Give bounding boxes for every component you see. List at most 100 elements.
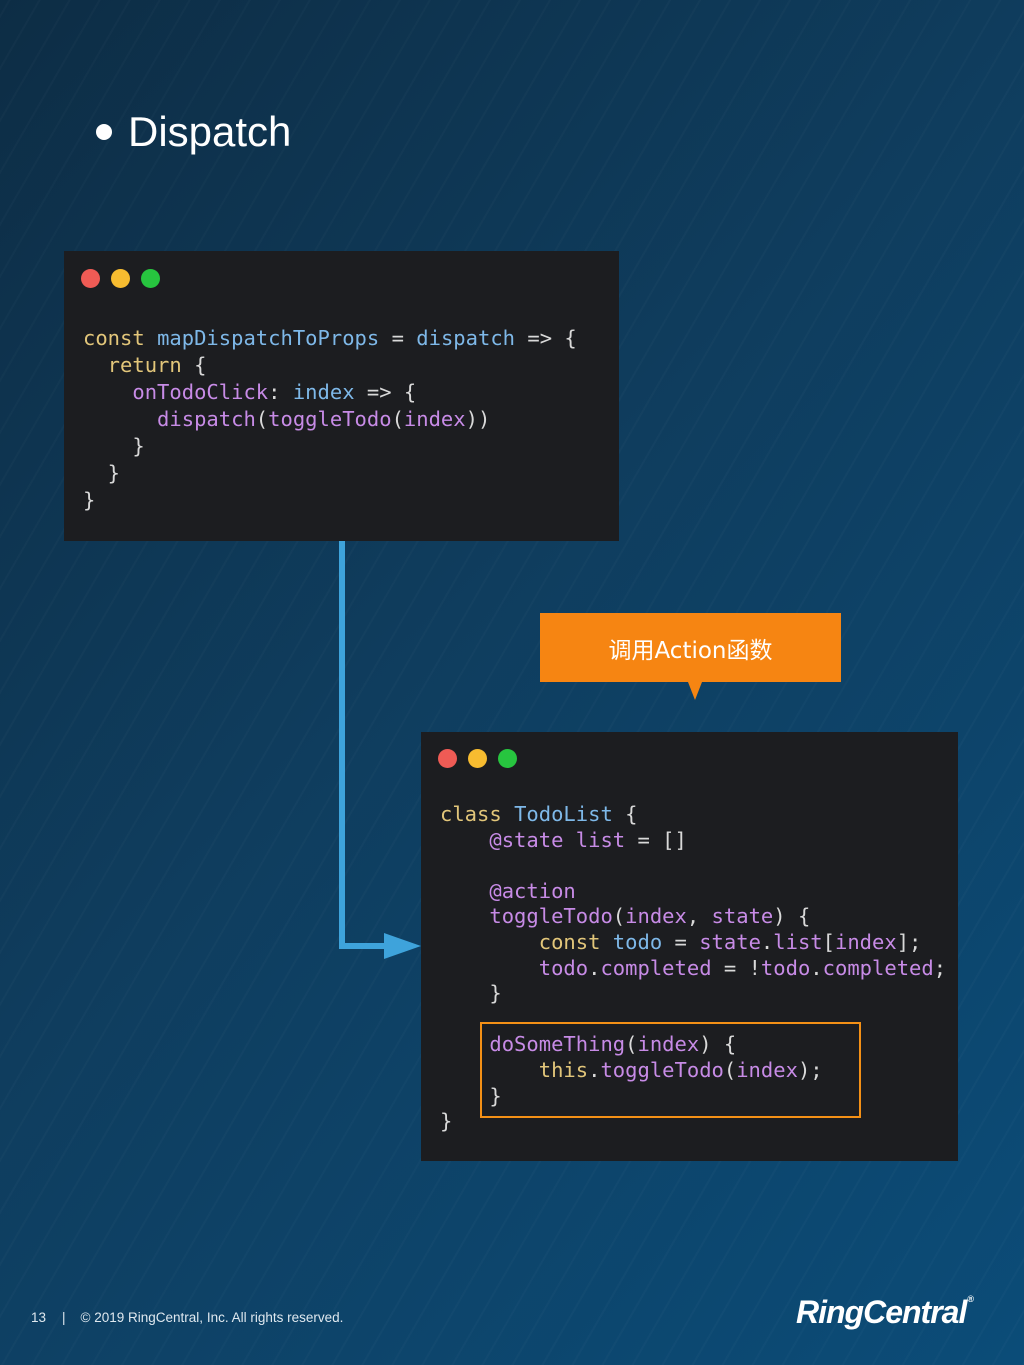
code-token: } xyxy=(440,1109,453,1134)
code-token: ( xyxy=(612,904,626,929)
code-line: } xyxy=(83,433,577,460)
code-token: . xyxy=(810,955,823,980)
code-line: doSomeThing(index) { xyxy=(440,1032,946,1058)
code-token: ]; xyxy=(896,929,922,954)
code-token: class xyxy=(440,802,515,826)
code-token: ) { xyxy=(699,1032,737,1057)
code-token: todo xyxy=(440,955,589,980)
code-token: = [] xyxy=(625,827,687,852)
code-window-map-dispatch: const mapDispatchToProps = dispatch => {… xyxy=(64,251,619,541)
code-token: toggleTodo xyxy=(268,407,392,431)
code-line: dispatch(toggleTodo(index)) xyxy=(83,406,577,433)
code-token: todo xyxy=(760,955,811,980)
callout-pointer-icon xyxy=(688,682,702,700)
code-token: TodoList xyxy=(514,802,613,826)
ringcentral-logo: RingCentral® xyxy=(796,1294,974,1331)
code-line: todo.completed = !todo.completed; xyxy=(440,956,946,982)
code-token: @state xyxy=(440,827,576,852)
code-token: = ! xyxy=(711,955,761,980)
code-token: , xyxy=(686,904,712,929)
window-controls xyxy=(438,749,517,768)
code-line: } xyxy=(83,460,577,487)
code-line: const todo = state.list[index]; xyxy=(440,930,946,956)
code-line: return { xyxy=(83,352,577,379)
code-token: } xyxy=(83,434,145,458)
code-token: index xyxy=(736,1057,798,1082)
code-line: this.toggleTodo(index); xyxy=(440,1058,946,1084)
code-token: dispatch xyxy=(83,407,256,431)
code-token: = xyxy=(662,929,700,954)
code-token: . xyxy=(588,955,601,980)
arrow-line xyxy=(339,541,388,949)
code-token: } xyxy=(83,461,121,485)
registered-mark: ® xyxy=(967,1294,974,1304)
code-token: : xyxy=(268,380,293,404)
footer-separator: | xyxy=(62,1310,66,1325)
code-token: ; xyxy=(933,955,947,980)
code-token: => { xyxy=(515,326,577,350)
code-token: = xyxy=(379,326,417,350)
code-token: ( xyxy=(625,1032,638,1057)
code-token: index xyxy=(403,407,466,431)
code-token: ( xyxy=(723,1057,737,1082)
slide-title: Dispatch xyxy=(128,108,292,155)
code-line: onTodoClick: index => { xyxy=(83,379,577,406)
code-line: @action xyxy=(440,879,946,905)
code-line: @state list = [] xyxy=(440,828,946,854)
code-token: @action xyxy=(440,878,576,903)
code-token: mapDispatchToProps xyxy=(157,326,380,350)
code-token: todo xyxy=(612,929,663,954)
window-controls xyxy=(81,269,160,288)
code-line: toggleTodo(index, state) { xyxy=(440,904,946,930)
maximize-dot-icon xyxy=(141,269,160,288)
code-token: ( xyxy=(391,407,404,431)
close-dot-icon xyxy=(81,269,100,288)
close-dot-icon xyxy=(438,749,457,768)
code-token: list xyxy=(575,827,626,852)
code-token: const xyxy=(83,326,158,350)
highlight-box xyxy=(480,1022,861,1118)
arrow-head-icon xyxy=(384,933,421,959)
code-token: } xyxy=(440,1083,502,1108)
code-line: } xyxy=(440,1109,946,1135)
code-token: ( xyxy=(255,407,269,431)
code-token: toggleTodo xyxy=(440,904,613,929)
code-token: completed xyxy=(600,955,712,980)
code-token: completed xyxy=(822,955,934,980)
copyright-text: © 2019 RingCentral, Inc. All rights rese… xyxy=(80,1310,344,1325)
code-token: index xyxy=(625,904,687,929)
code-token: . xyxy=(760,929,774,954)
code-token: list xyxy=(773,929,823,954)
code-token: doSomeThing xyxy=(440,1032,626,1057)
logo-text: RingCentral xyxy=(796,1294,967,1330)
bullet-heading: Dispatch xyxy=(96,108,291,156)
code-token: . xyxy=(588,1057,601,1082)
page-number: 13 xyxy=(31,1310,47,1325)
code-token: { xyxy=(194,353,207,377)
minimize-dot-icon xyxy=(468,749,487,768)
code-line: } xyxy=(83,487,577,514)
code-token: return xyxy=(83,353,195,377)
code-token: dispatch xyxy=(416,326,516,350)
code-token: )) xyxy=(465,407,491,431)
code-token: } xyxy=(440,981,502,1006)
code-block-todolist: class TodoList { @state list = []​ @acti… xyxy=(440,802,946,1135)
code-token: toggleTodo xyxy=(600,1057,724,1082)
code-line: } xyxy=(440,981,946,1007)
callout-box: 调用Action函数 xyxy=(540,613,841,682)
code-token: ); xyxy=(797,1057,823,1082)
code-token: index xyxy=(834,929,897,954)
maximize-dot-icon xyxy=(498,749,517,768)
code-line: } xyxy=(440,1084,946,1110)
code-token: { xyxy=(612,802,638,826)
code-block-map-dispatch: const mapDispatchToProps = dispatch => {… xyxy=(83,325,577,514)
code-token: onTodoClick xyxy=(83,380,269,404)
code-token: ) { xyxy=(773,904,811,929)
code-token: state xyxy=(699,929,761,954)
code-token: } xyxy=(83,488,96,512)
code-token: index xyxy=(292,380,355,404)
footer: 13 | © 2019 RingCentral, Inc. All rights r… xyxy=(31,1310,343,1325)
code-window-todolist: class TodoList { @state list = []​ @acti… xyxy=(421,732,958,1161)
code-token: const xyxy=(440,929,613,954)
